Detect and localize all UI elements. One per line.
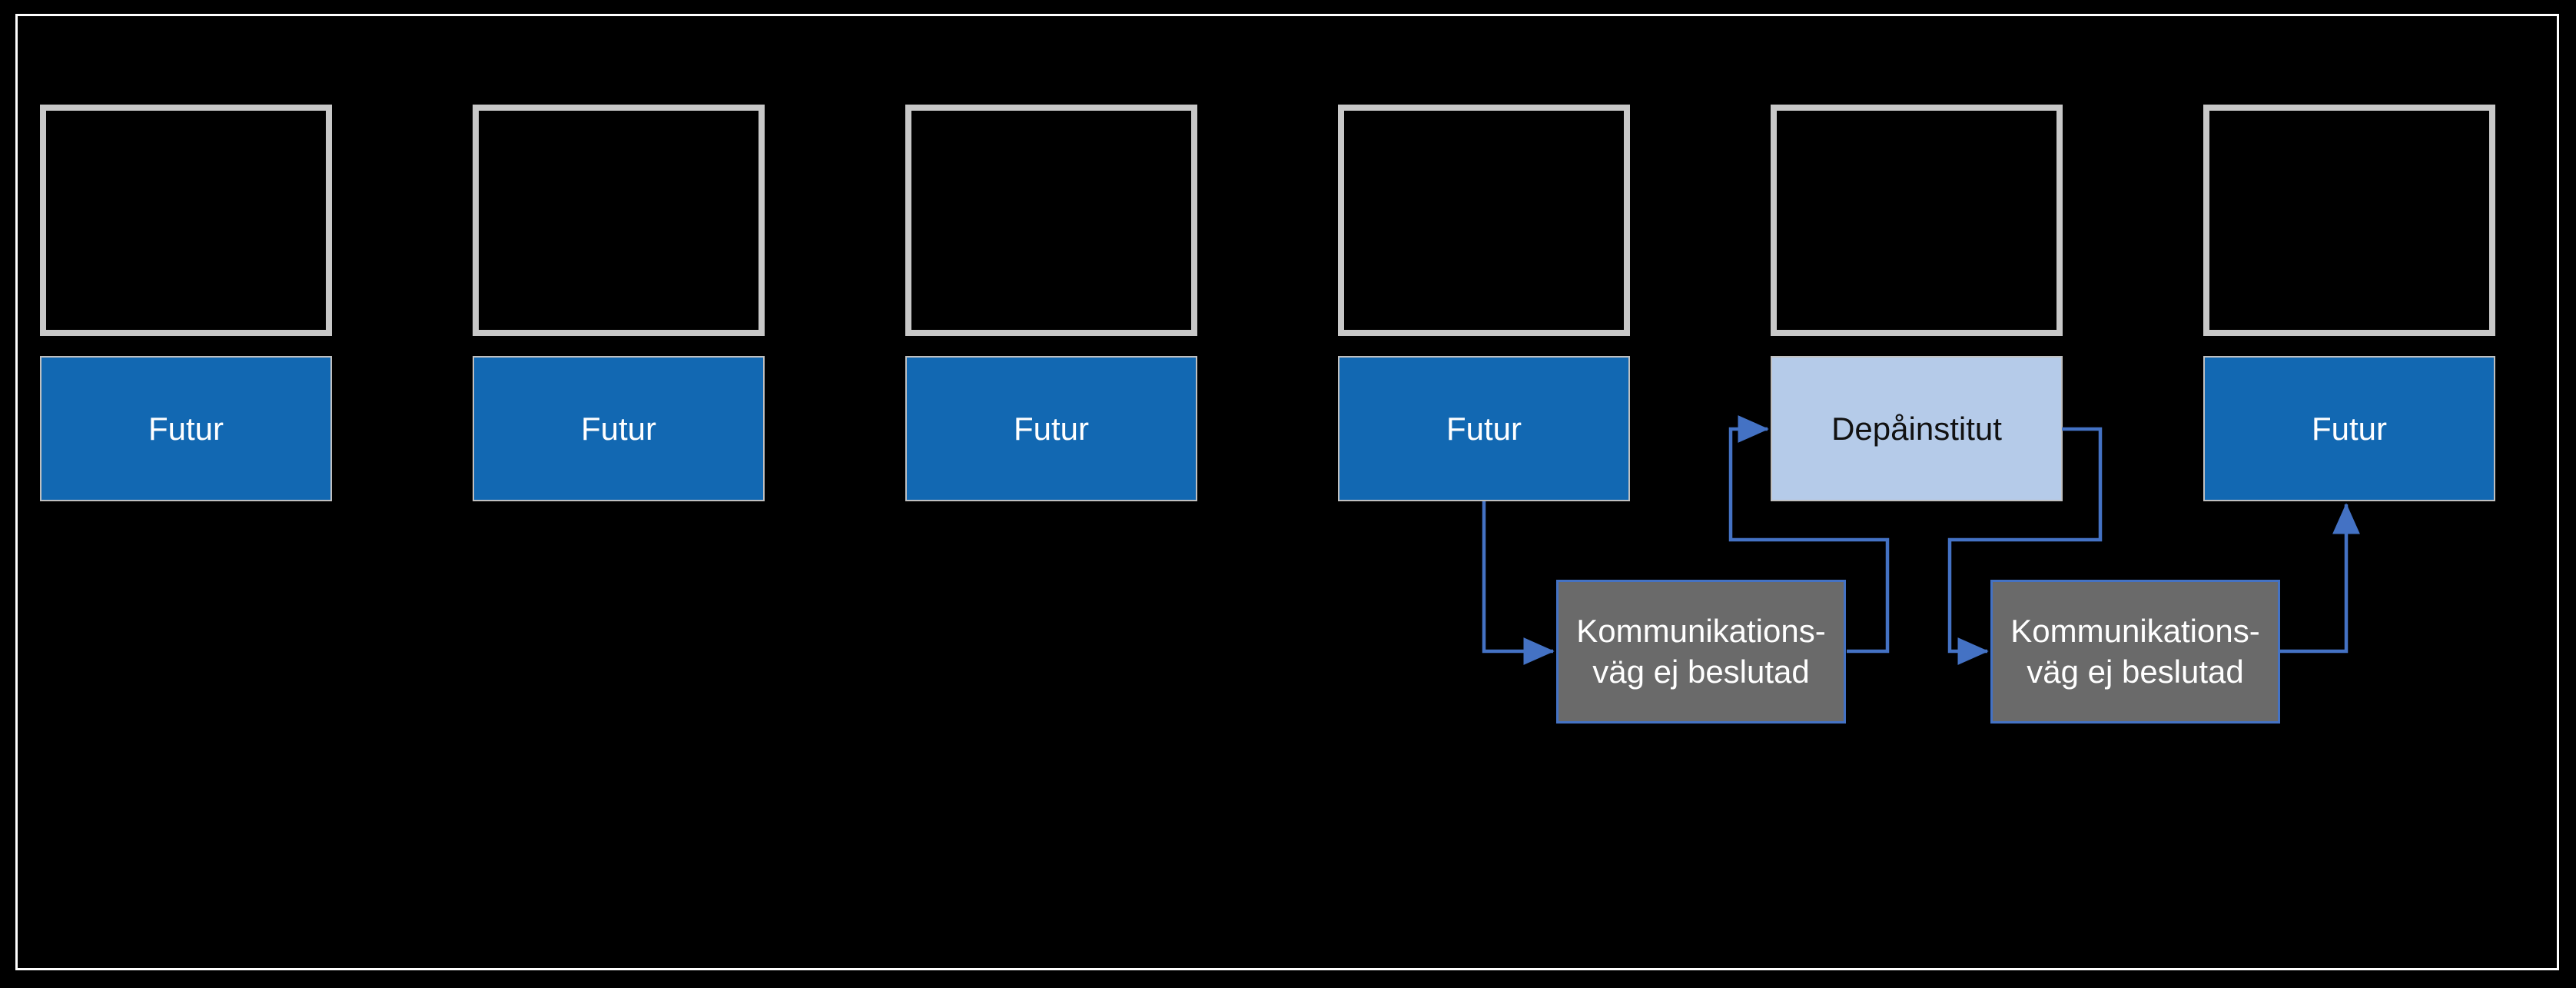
note-box-2-line1: Kommunikations-	[2010, 613, 2260, 650]
diagram-frame	[15, 14, 2559, 970]
note-box-1-line2: väg ej beslutad	[1592, 653, 1810, 690]
note-box-1: Kommunikations- väg ej beslutad	[1556, 580, 1846, 724]
note-box-2: Kommunikations- väg ej beslutad	[1990, 580, 2280, 724]
depainstitut-box-label: Depåinstitut	[1831, 410, 2002, 447]
note-box-1-line1: Kommunikations-	[1576, 613, 1826, 650]
futur-box-6-label: Futur	[2311, 410, 2388, 447]
futur-box-4-label: Futur	[1446, 410, 1522, 447]
placeholder-box-3	[905, 105, 1197, 336]
futur-box-2: Futur	[473, 356, 765, 501]
futur-box-4: Futur	[1338, 356, 1630, 501]
futur-box-1-label: Futur	[148, 410, 224, 447]
placeholder-box-4	[1338, 105, 1630, 336]
futur-box-2-label: Futur	[580, 410, 657, 447]
futur-box-3: Futur	[905, 356, 1197, 501]
placeholder-box-5	[1771, 105, 2063, 336]
futur-box-6: Futur	[2203, 356, 2495, 501]
placeholder-box-1	[40, 105, 332, 336]
note-box-2-line2: väg ej beslutad	[2027, 653, 2244, 690]
placeholder-box-2	[473, 105, 765, 336]
depainstitut-box: Depåinstitut	[1771, 356, 2063, 501]
futur-box-3-label: Futur	[1013, 410, 1090, 447]
placeholder-box-6	[2203, 105, 2495, 336]
futur-box-1: Futur	[40, 356, 332, 501]
